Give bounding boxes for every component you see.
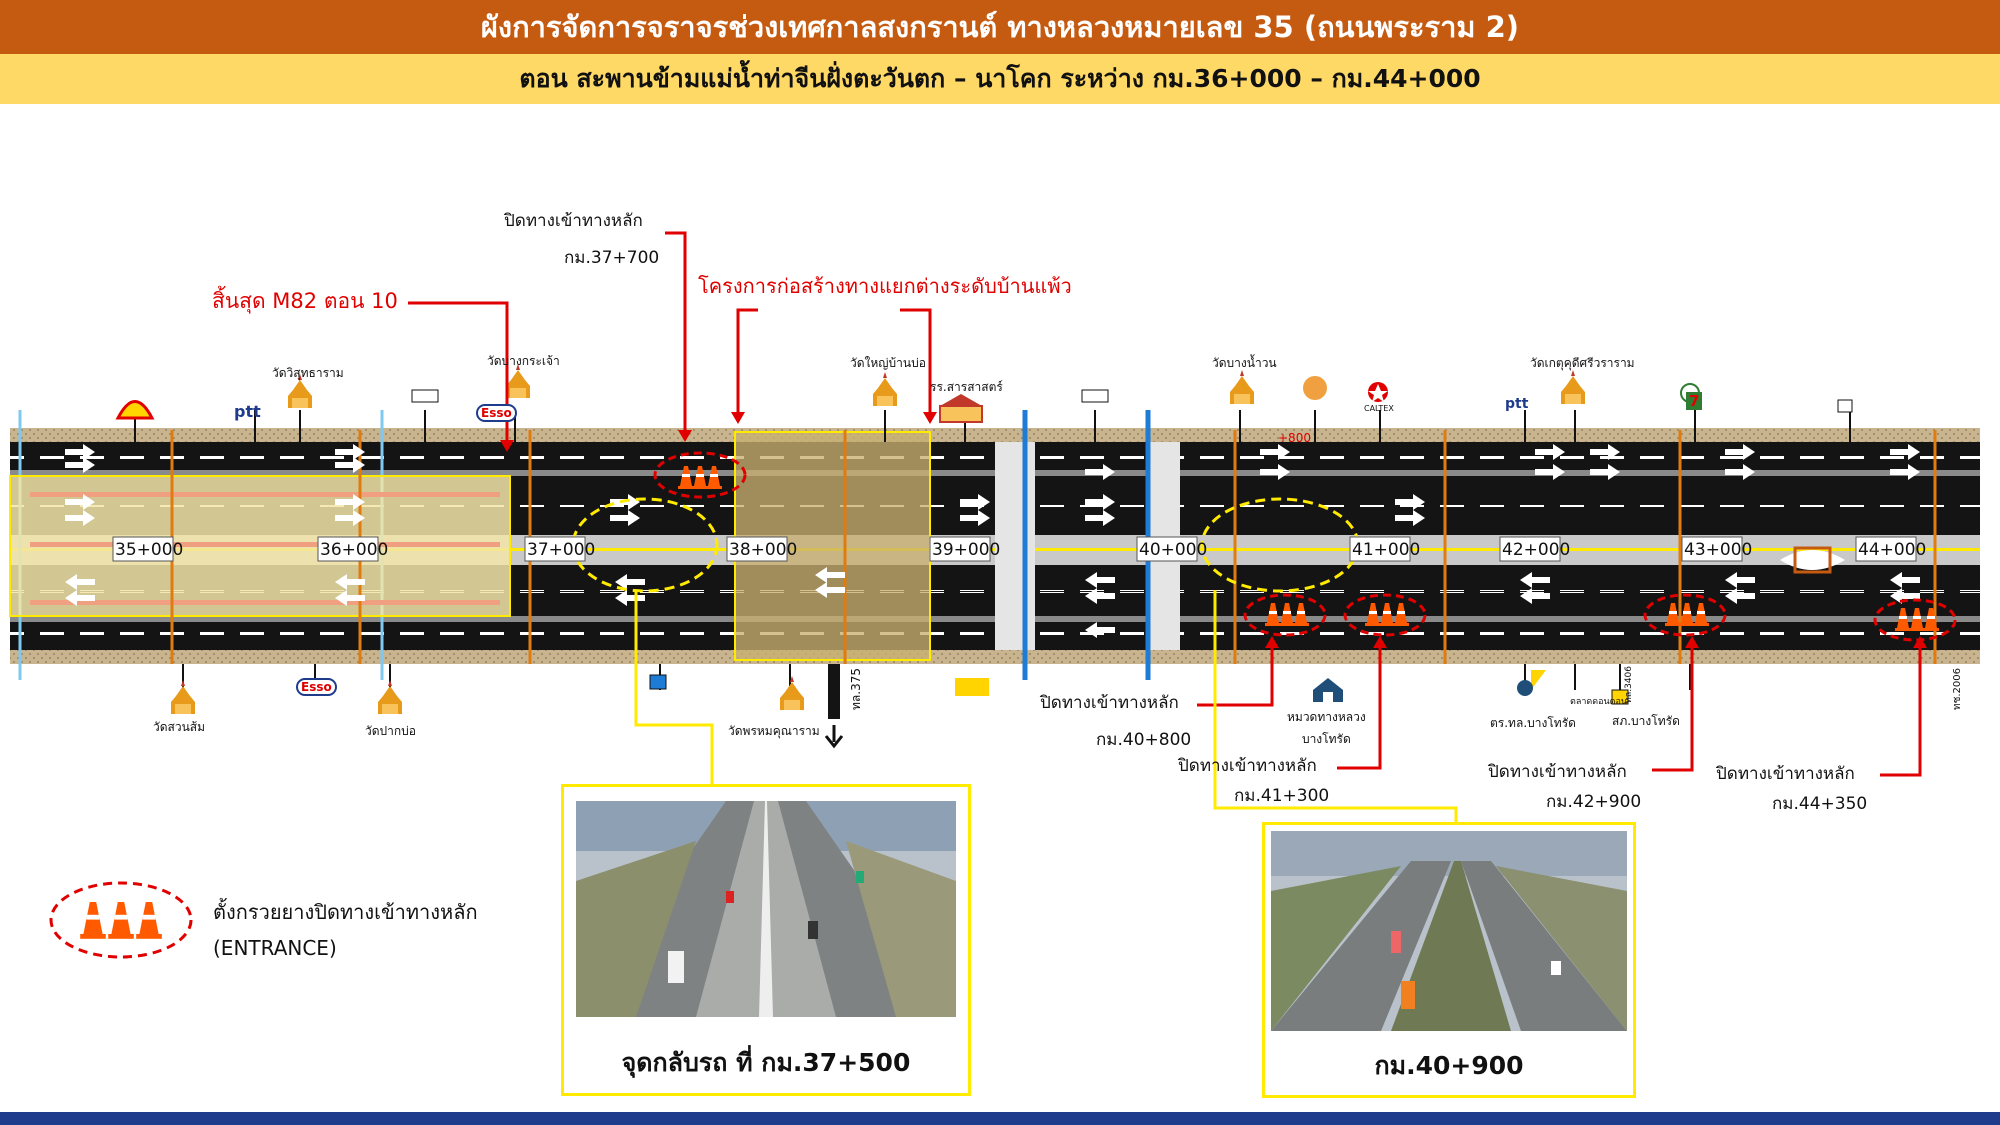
landmark-wat-pak-bo: วัดปากบ่อ	[365, 724, 416, 738]
landmark-police-station: สภ.บางโทรัด	[1612, 714, 1680, 728]
landmark-school-sarasas: รร.สารสาสตร์	[930, 380, 1003, 394]
landmark-market: ตลาดดอนดอน	[1570, 697, 1628, 707]
highway-375-label: ทล.375	[849, 668, 863, 710]
callout-close-41300-title: ปิดทางเข้าทางหลัก	[1178, 756, 1317, 776]
km-marker-44000: 44+000	[1858, 540, 1927, 560]
km-marker-40000: 40+000	[1139, 540, 1208, 560]
photo-caption-km40900: กม.40+900	[1374, 1051, 1524, 1080]
page-subtitle: ตอน สะพานข้ามแม่น้ำท่าจีนฝั่งตะวันตก – น…	[0, 54, 2000, 104]
landmark-wat-phrom: วัดพรหมคุณาราม	[728, 724, 820, 738]
ptt-logo-left: ptt	[234, 402, 261, 421]
km-marker-43000: 43+000	[1684, 540, 1753, 560]
photo-panel-uturn: จุดกลับรถ ที่ กม.37+500	[561, 784, 971, 1096]
callout-close-44350-title: ปิดทางเข้าทางหลัก	[1716, 764, 1855, 784]
seven-eleven-logo: 7	[1686, 392, 1703, 410]
landmark-wat-suan-som: วัดสวนส้ม	[153, 720, 206, 734]
km-marker-39000: 39+000	[932, 540, 1001, 560]
callout-close-40800-km: กม.40+800	[1096, 730, 1192, 750]
aerial-photo-uturn	[576, 801, 956, 1017]
landmark-wat-bang-nam-chon: วัดบางน้ำวน	[1212, 356, 1277, 370]
photo-caption-uturn: จุดกลับรถ ที่ กม.37+500	[621, 1048, 911, 1077]
callout-close-44350-km: กม.44+350	[1772, 794, 1868, 814]
landmark-wat-wisut: วัดวิสุทธาราม	[272, 366, 344, 380]
landmark-highway-depot: หมวดทางหลวง บางโทรัด	[1287, 710, 1366, 746]
landmark-wat-bang-krachao: วัดบางกระเจ้า	[487, 354, 560, 368]
legend-cones-entrance: (ENTRANCE)	[213, 936, 337, 960]
highway-2006-label: ทช.2006	[1952, 668, 1963, 711]
callout-close-41300-km: กม.41+300	[1234, 786, 1330, 806]
callout-close-37700-km: กม.37+700	[564, 248, 660, 268]
callout-close-37700-title: ปิดทางเข้าทางหลัก	[504, 211, 643, 231]
landmark-wat-ket-kudi: วัดเกตุคุดีศรีวราราม	[1530, 356, 1635, 370]
footer-bar	[0, 1112, 2000, 1125]
lotus-km-offset: +800	[1278, 431, 1311, 445]
km-marker-38000: 38+000	[729, 540, 798, 560]
esso-logo-bottom: Esso	[296, 678, 337, 696]
photo-panel-km40900: กม.40+900	[1262, 822, 1636, 1098]
landmark-highway-police: ตร.ทล.บางโทรัด	[1490, 716, 1576, 730]
callout-close-40800-title: ปิดทางเข้าทางหลัก	[1040, 693, 1179, 713]
landmark-wat-yai-ban-bo: วัดใหญ่บ้านบ่อ	[850, 356, 926, 370]
km-marker-35000: 35+000	[115, 540, 184, 560]
callout-close-42900-km: กม.42+900	[1546, 792, 1642, 812]
page-title: ผังการจัดการจราจรช่วงเทศกาลสงกรานต์ ทางห…	[0, 0, 2000, 54]
highway-3406-label: ทล.3406	[1624, 666, 1634, 704]
callout-project: โครงการก่อสร้างทางแยกต่างระดับบ้านแพ้ว	[698, 274, 1072, 298]
km-marker-42000: 42+000	[1502, 540, 1571, 560]
legend-cones-label: ตั้งกรวยยางปิดทางเข้าทางหลัก	[213, 900, 478, 924]
callout-m82-end: สิ้นสุด M82 ตอน 10	[212, 289, 398, 313]
km-marker-37000: 37+000	[527, 540, 596, 560]
callout-close-42900-title: ปิดทางเข้าทางหลัก	[1488, 762, 1627, 782]
aerial-photo-km40900	[1271, 831, 1627, 1031]
km-marker-41000: 41+000	[1352, 540, 1421, 560]
km-marker-36000: 36+000	[320, 540, 389, 560]
caltex-label: CALTEX	[1364, 404, 1394, 413]
esso-logo-top: Esso	[476, 404, 517, 422]
ptt-logo-right: ptt	[1505, 396, 1529, 412]
